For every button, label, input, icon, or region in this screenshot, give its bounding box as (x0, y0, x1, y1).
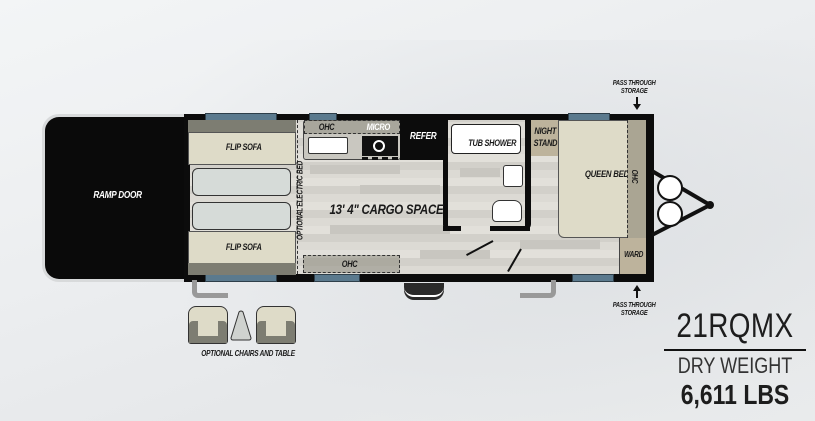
optional-chairs-label: OPTIONAL CHAIRS AND TABLE (201, 349, 295, 358)
tub-shower-label: TUB SHOWER (468, 138, 517, 148)
flip-sofa-top-label: FLIP SOFA (225, 142, 262, 152)
cushion (192, 202, 291, 230)
arrow-down-icon (636, 97, 638, 105)
bath-wall-right (525, 120, 531, 230)
floor-plank (520, 240, 600, 249)
floor-plank (420, 250, 490, 259)
floor-plank (310, 165, 400, 174)
spare-tire (657, 175, 683, 201)
night-stand (531, 120, 558, 156)
toilet (492, 200, 522, 222)
optional-table (230, 310, 252, 341)
optional-electric-bed-label: OPTIONAL ELECTRIC BED (295, 161, 305, 240)
entry-door-step (404, 283, 444, 297)
ramp-door (45, 117, 186, 279)
tub-shower (451, 124, 521, 154)
dry-weight-value: 6,611 LBS (680, 379, 790, 410)
floor-plank (460, 168, 500, 177)
stove (362, 136, 398, 156)
entry-steps (192, 280, 228, 298)
electric-bed-outline (297, 120, 298, 274)
cargo-space-label: 13' 4" CARGO SPACE (329, 201, 444, 217)
night-stand-label-2: STAND (533, 138, 558, 148)
floor-plank (330, 225, 450, 234)
stove-vent (362, 157, 398, 160)
refer-label: REFER (409, 131, 437, 142)
pass-through-top-label-1: PASS THROUGH (612, 80, 656, 87)
pass-through-top-label-2: STORAGE (620, 88, 648, 95)
bath-wall-bottom (443, 226, 461, 231)
wardrobe (619, 238, 646, 274)
ohc-bottom (303, 255, 400, 273)
bath-wall-left (443, 120, 448, 230)
bath-sink (503, 165, 523, 187)
kitchen-sink (308, 137, 348, 154)
model-info: 21RQMX DRY WEIGHT 6,611 LBS (660, 306, 810, 411)
arrow-up-icon (636, 290, 638, 298)
hitch-tongue (650, 169, 714, 237)
cushion (192, 168, 291, 196)
entry-steps (520, 280, 556, 298)
flip-sofa-bottom-label: FLIP SOFA (225, 242, 262, 252)
flip-sofa-top (188, 132, 296, 165)
ohc-bottom-label: OHC (341, 259, 358, 269)
night-stand-label-1: NIGHT (534, 126, 557, 136)
arrow-up-icon (633, 285, 641, 291)
ohc-bed (627, 120, 646, 238)
ohc-kitchen-label: OHC (318, 122, 335, 132)
micro-label: MICRO (366, 122, 391, 132)
model-name: 21RQMX (676, 307, 794, 345)
floor-plank (360, 185, 440, 194)
pass-through-bottom-label-1: PASS THROUGH (612, 302, 656, 309)
ohc-bed-label: OHC (629, 169, 639, 184)
optional-chair (188, 306, 228, 344)
sofa-back (188, 120, 296, 132)
ohc-kitchen (304, 120, 400, 134)
optional-chair (256, 306, 296, 344)
bath-wall-bottom (490, 226, 530, 231)
sofa-back (188, 263, 296, 275)
window (314, 274, 360, 282)
burner-icon (373, 140, 385, 152)
ward-label: WARD (624, 250, 644, 259)
flip-sofa-bottom (188, 231, 296, 264)
refrigerator (400, 120, 446, 160)
arrow-down-icon (633, 104, 641, 110)
dry-weight-label: DRY WEIGHT (677, 353, 793, 378)
pass-through-bottom-label-2: STORAGE (620, 310, 648, 317)
spare-tire (657, 201, 683, 227)
model-divider (664, 349, 806, 351)
window (572, 274, 614, 282)
queen-bed-label: QUEEN BED (584, 169, 629, 180)
ramp-door-label: RAMP DOOR (93, 190, 142, 201)
